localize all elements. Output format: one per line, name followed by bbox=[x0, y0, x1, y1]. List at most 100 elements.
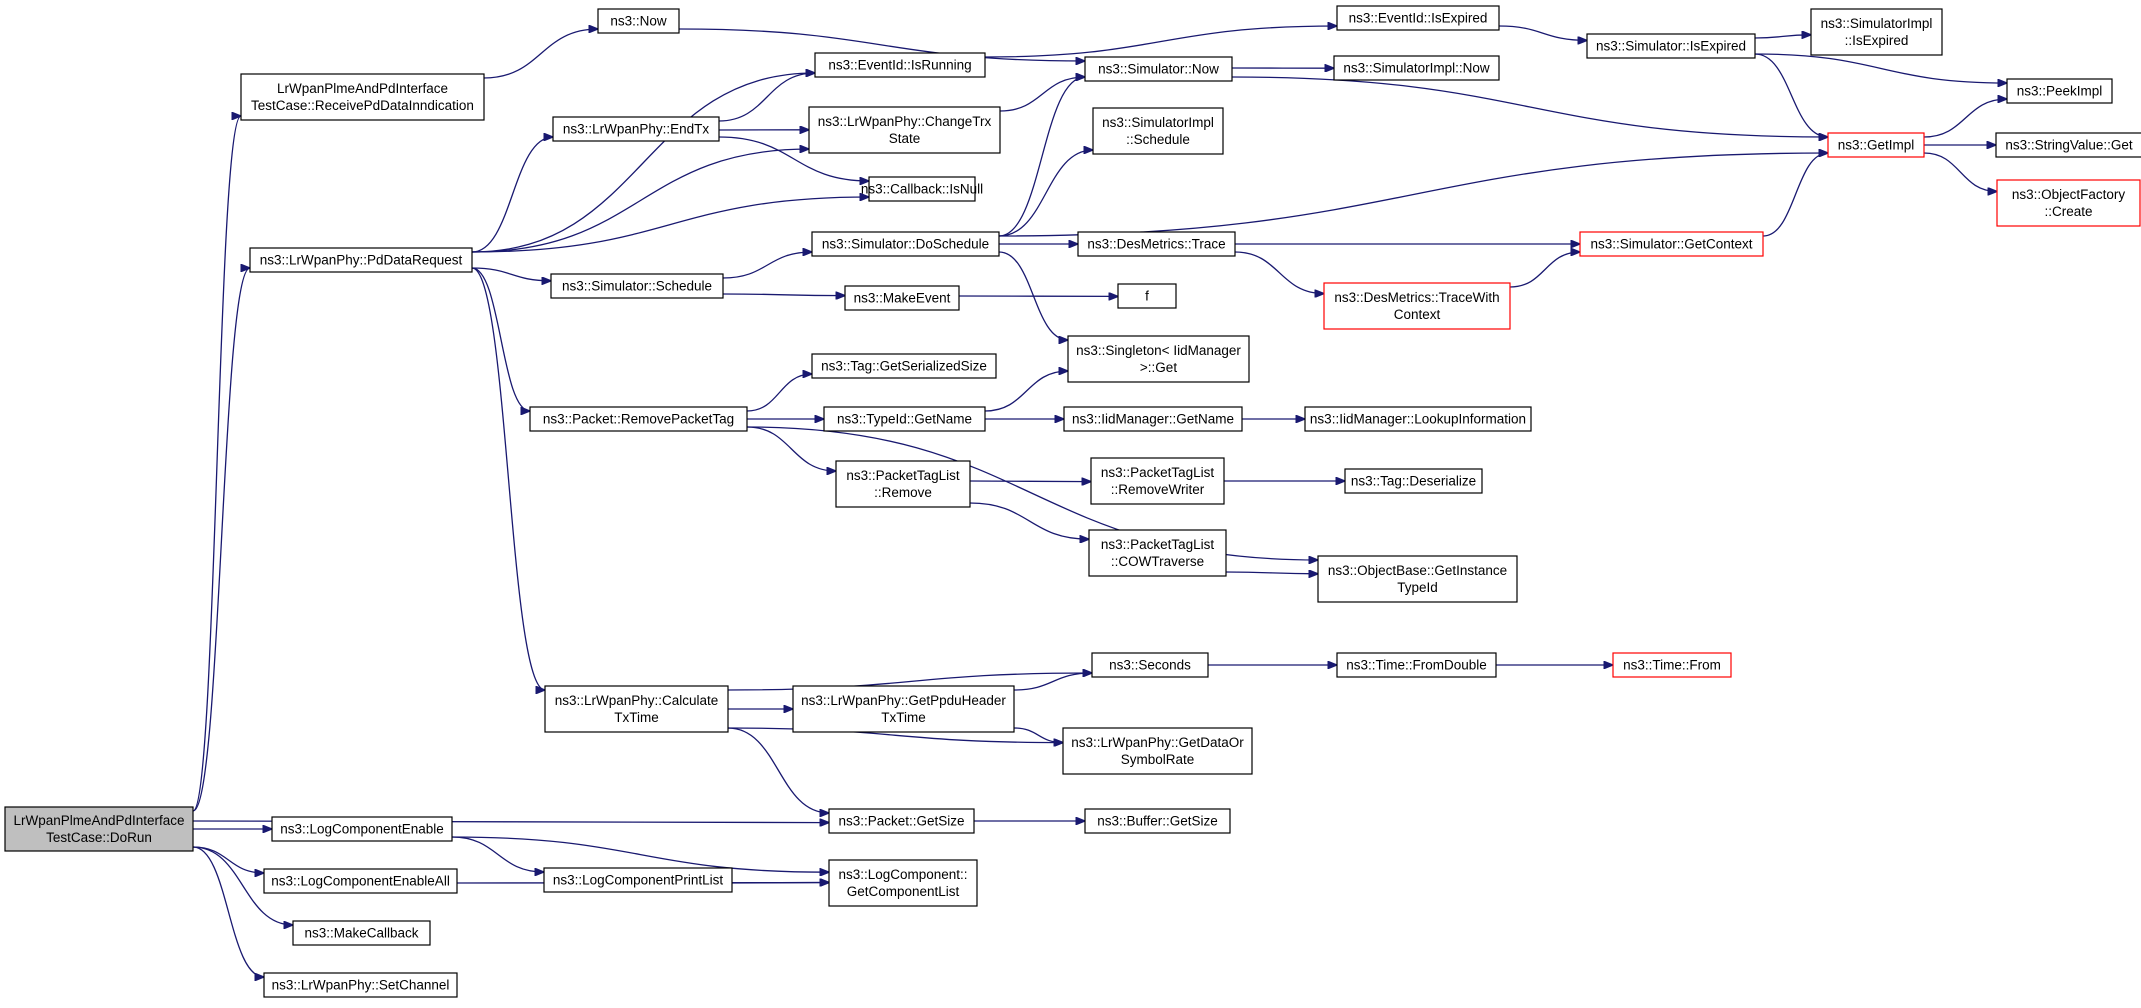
node-label: ns3::LrWpanPhy::GetPpduHeader bbox=[801, 693, 1006, 708]
node-logprintlist[interactable]: ns3::LogComponentPrintList bbox=[543, 867, 733, 893]
node-label: ::IsExpired bbox=[1845, 33, 1909, 48]
node-trace[interactable]: ns3::DesMetrics::Trace bbox=[1077, 231, 1236, 257]
node-box bbox=[1333, 55, 1500, 81]
node-box bbox=[1088, 529, 1227, 577]
node-ptlremove[interactable]: ns3::PacketTagList::Remove bbox=[835, 460, 971, 508]
node-label: ns3::TypeId::GetName bbox=[837, 412, 972, 427]
node-complist[interactable]: ns3::LogComponent::GetComponentList bbox=[828, 859, 978, 907]
node-label: ns3::EventId::IsExpired bbox=[1349, 11, 1488, 26]
node-implschedule[interactable]: ns3::SimulatorImpl::Schedule bbox=[1092, 107, 1224, 155]
node-getcontext[interactable]: ns3::Simulator::GetContext bbox=[1579, 231, 1764, 257]
node-label: ns3::LrWpanPhy::EndTx bbox=[563, 122, 710, 137]
node-logenable[interactable]: ns3::LogComponentEnable bbox=[271, 816, 453, 842]
edge-getcontext-to-getimpl bbox=[1762, 153, 1828, 237]
edge-cowtraverse-to-instancetype bbox=[1225, 572, 1318, 574]
node-fnode[interactable]: f bbox=[1117, 283, 1177, 309]
node-box bbox=[263, 868, 458, 894]
edge-calctx-to-seconds bbox=[727, 673, 1092, 691]
node-removetag[interactable]: ns3::Packet::RemovePacketTag bbox=[529, 406, 748, 432]
node-bufsize[interactable]: ns3::Buffer::GetSize bbox=[1084, 808, 1231, 834]
node-pdreq[interactable]: ns3::LrWpanPhy::PdDataRequest bbox=[249, 247, 473, 273]
edge-getimpl-to-peekimpl bbox=[1923, 99, 2007, 138]
edge-calctx-to-pktsize bbox=[727, 727, 829, 813]
edge-removetag-to-ptlremove bbox=[746, 426, 836, 471]
node-isnull[interactable]: ns3::Callback::IsNull bbox=[861, 176, 983, 202]
edge-getppdu-to-datarate bbox=[1013, 727, 1063, 743]
node-iidname[interactable]: ns3::IidManager::GetName bbox=[1063, 406, 1243, 432]
edge-simexpired-to-peekimpl bbox=[1754, 53, 2007, 83]
node-now[interactable]: ns3::Now bbox=[597, 8, 680, 34]
node-factory[interactable]: ns3::ObjectFactory::Create bbox=[1996, 179, 2141, 227]
node-expired[interactable]: ns3::EventId::IsExpired bbox=[1336, 5, 1500, 31]
node-endtx[interactable]: ns3::LrWpanPhy::EndTx bbox=[552, 116, 720, 142]
node-box bbox=[249, 247, 473, 273]
node-timefrom[interactable]: ns3::Time::From bbox=[1612, 652, 1732, 678]
node-box bbox=[550, 273, 724, 299]
node-label: Context bbox=[1394, 307, 1441, 322]
node-makeevent[interactable]: ns3::MakeEvent bbox=[844, 285, 960, 311]
node-label: ::RemoveWriter bbox=[1111, 482, 1205, 497]
node-box bbox=[792, 685, 1015, 733]
node-box bbox=[1077, 231, 1236, 257]
node-removewriter[interactable]: ns3::PacketTagList::RemoveWriter bbox=[1090, 457, 1225, 505]
node-label: ::Schedule bbox=[1126, 132, 1190, 147]
edge-removetag-to-instancetype bbox=[746, 426, 1318, 560]
node-box bbox=[1063, 406, 1243, 432]
node-simnow[interactable]: ns3::Simulator::Now bbox=[1084, 56, 1233, 82]
node-implnow[interactable]: ns3::SimulatorImpl::Now bbox=[1333, 55, 1500, 81]
node-label: ns3::EventId::IsRunning bbox=[828, 58, 971, 73]
node-singleton[interactable]: ns3::Singleton< IidManager>::Get bbox=[1067, 335, 1250, 383]
node-deserialize[interactable]: ns3::Tag::Deserialize bbox=[1344, 468, 1483, 494]
node-pktsize[interactable]: ns3::Packet::GetSize bbox=[828, 808, 975, 834]
node-box bbox=[2006, 78, 2113, 104]
node-setchannel[interactable]: ns3::LrWpanPhy::SetChannel bbox=[263, 972, 458, 998]
node-label: ns3::Singleton< IidManager bbox=[1076, 343, 1241, 358]
node-fromdouble[interactable]: ns3::Time::FromDouble bbox=[1336, 652, 1497, 678]
node-cowtraverse[interactable]: ns3::PacketTagList::COWTraverse bbox=[1088, 529, 1227, 577]
node-label: ns3::LogComponentPrintList bbox=[553, 873, 724, 888]
node-isrunning[interactable]: ns3::EventId::IsRunning bbox=[814, 52, 986, 78]
node-doschedule[interactable]: ns3::Simulator::DoSchedule bbox=[811, 231, 1000, 257]
node-strget[interactable]: ns3::StringValue::Get bbox=[1995, 132, 2141, 158]
node-box bbox=[828, 859, 978, 907]
node-receive[interactable]: LrWpanPlmeAndPdInterfaceTestCase::Receiv… bbox=[240, 73, 485, 121]
node-lookup[interactable]: ns3::IidManager::LookupInformation bbox=[1304, 406, 1532, 432]
node-typeidname[interactable]: ns3::TypeId::GetName bbox=[823, 406, 986, 432]
edge-now-to-simnow bbox=[678, 28, 1085, 61]
node-box bbox=[1067, 335, 1250, 383]
node-label: ns3::Simulator::Now bbox=[1098, 62, 1219, 77]
node-getserial[interactable]: ns3::Tag::GetSerializedSize bbox=[811, 353, 997, 379]
node-logenableall[interactable]: ns3::LogComponentEnableAll bbox=[263, 868, 458, 894]
node-implexpired[interactable]: ns3::SimulatorImpl::IsExpired bbox=[1810, 8, 1943, 56]
node-box bbox=[4, 806, 194, 852]
node-box bbox=[808, 106, 1001, 154]
node-simschedule[interactable]: ns3::Simulator::Schedule bbox=[550, 273, 724, 299]
edge-pdreq-to-removetag bbox=[471, 267, 530, 411]
node-getimpl[interactable]: ns3::GetImpl bbox=[1827, 132, 1925, 158]
node-simexpired[interactable]: ns3::Simulator::IsExpired bbox=[1586, 33, 1756, 59]
edge-isrunning-to-expired bbox=[984, 26, 1337, 58]
node-box bbox=[543, 867, 733, 893]
node-label: ns3::ObjectFactory bbox=[2012, 187, 2126, 202]
node-seconds[interactable]: ns3::Seconds bbox=[1091, 652, 1209, 678]
node-label: ns3::PacketTagList bbox=[846, 468, 960, 483]
node-label: ns3::PacketTagList bbox=[1101, 537, 1215, 552]
node-label: ns3::SimulatorImpl bbox=[1821, 16, 1933, 31]
node-peekimpl[interactable]: ns3::PeekImpl bbox=[2006, 78, 2113, 104]
node-box bbox=[1092, 107, 1224, 155]
node-box bbox=[1117, 283, 1177, 309]
node-label: ns3::Simulator::Schedule bbox=[562, 279, 712, 294]
node-label: ns3::Now bbox=[610, 14, 667, 29]
node-label: ns3::Packet::GetSize bbox=[838, 814, 964, 829]
node-label: ns3::Simulator::GetContext bbox=[1590, 237, 1752, 252]
node-makecallback[interactable]: ns3::MakeCallback bbox=[292, 920, 431, 946]
node-box bbox=[1586, 33, 1756, 59]
node-box bbox=[1344, 468, 1483, 494]
